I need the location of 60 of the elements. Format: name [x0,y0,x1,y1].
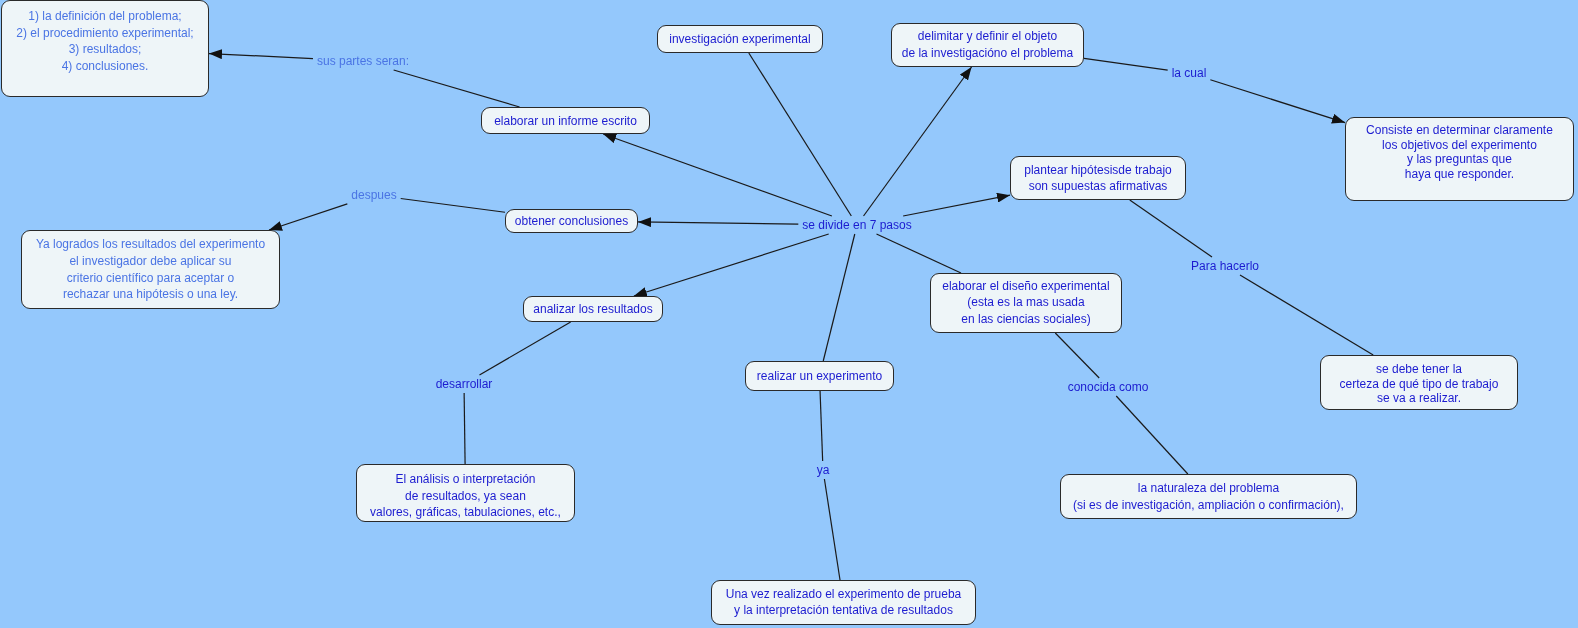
concept-text: realizar un experimento [756,368,883,384]
linking-phrase: ya [812,461,834,479]
connector-line [1083,57,1169,71]
concept-box [481,107,650,134]
arrow [633,233,830,297]
connector-line [393,69,521,108]
concept-text: El análisis o interpretación de resultados, ya sean valores, gráficas, tabulaciones, etc., [370,471,561,522]
concept-box [891,23,1084,67]
concept-text: se debe tener la certeza de qué tipo de trabajo se va a realizar. [1339,362,1499,406]
connector-line [1129,199,1213,258]
concept-box [1320,355,1518,410]
linking-phrase: Para hacerlo [1187,257,1263,275]
concept-text: elaborar el diseño experimental (esta es la mas usada en las ciencias sociales) [942,278,1110,327]
arrow [862,66,973,217]
concept-box [1345,117,1574,201]
concept-text: delimitar y definir el objeto de la investigacióno el problema [901,28,1074,62]
concept-text: Una vez realizado el experimento de prueba y la interpretación tentativa de resultados [725,587,962,619]
concept-text: plantear hipótesisde trabajo son supuestas afirmativas [1024,162,1172,194]
concept-box [1060,474,1357,519]
concept-box [356,464,575,522]
connector-line [1054,332,1100,379]
concept-text: la naturaleza del problema (si es de investigación, ampliación o confirmación), [1073,480,1344,515]
linking-phrase: sus partes seran: [313,52,413,70]
concept-box [523,296,663,322]
concept-text: analizar los resultados [533,301,653,317]
concept-text: Ya logrados los resultados del experimento el investigador debe aplicar su criterio científico para aceptar o rechazar una hipótesis o una ley. [35,236,266,304]
connector-line [819,390,824,462]
connector-line [1239,274,1374,356]
concept-text: elaborar un informe escrito [494,113,637,129]
concept-box [21,230,280,309]
arrow [602,133,833,217]
concept-text: Consiste en determinar claramente los objetivos del experimento y las preguntas que haya que responder. [1366,123,1553,182]
linking-phrase: despues [347,186,401,204]
concept-box [745,361,894,391]
linking-phrase: la cual [1167,64,1211,82]
concept-box [930,273,1122,333]
connector-line [822,233,856,362]
connector-line [823,478,841,581]
connector-line [463,392,466,465]
connector-line [400,197,506,213]
connector-line [748,52,852,217]
arrow [902,192,1011,217]
concept-text: 1) la definición del problema; 2) el procedimiento experimental; 3) resultados; 4) conclusiones. [16,8,194,74]
arrow [208,49,314,60]
linking-phrase: conocida como [1063,378,1153,396]
concept-box [657,25,823,53]
linking-phrase: se divide en 7 pasos [798,216,916,234]
concept-box [505,209,638,233]
arrow [268,203,348,231]
concept-box [1,0,209,97]
concept-box [711,580,976,625]
concept-text: investigación experimental [669,31,811,47]
arrow [1209,79,1346,124]
arrow [637,217,799,228]
connector-line [1115,395,1189,475]
connector-line [875,233,962,274]
connector-line [478,321,572,376]
concept-text: obtener conclusiones [514,213,629,229]
linking-phrase: desarrollar [431,375,497,393]
concept-box [1010,156,1186,200]
